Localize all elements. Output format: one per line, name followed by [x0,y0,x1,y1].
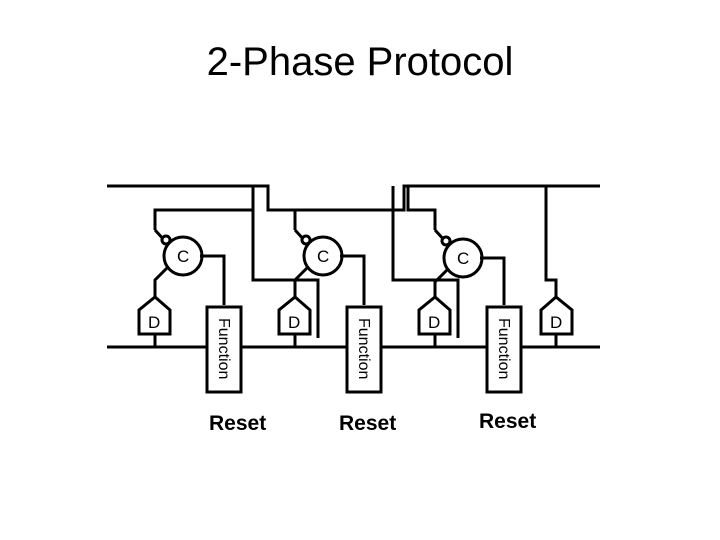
stage-1: C D Function Reset [137,186,320,435]
d-latch-2-label: D [288,313,300,332]
d-latch-4-label: D [550,313,562,332]
function-block-1 [205,305,243,394]
function-block-1-label: Function [215,318,232,379]
stage-2: C D Function Reset [266,186,460,435]
function-block-2 [345,305,383,394]
d-latch-4 [539,295,574,336]
d-latch-3-label: D [428,313,440,332]
function-block-3-label: Function [495,318,512,379]
c-element-3-bubble [440,235,452,247]
reset-label-2: Reset [339,412,396,435]
c-element-2-label: C [317,247,329,266]
d-latch-1 [137,295,172,336]
reset-label-1: Reset [209,412,266,435]
function-block-2-label: Function [355,318,372,379]
function-block-3 [485,305,523,394]
stage-3: C D Function Reset [406,186,558,433]
d-latch-3 [417,295,452,336]
slide-title: 2-Phase Protocol [206,40,514,84]
stage-4: D [539,295,574,347]
d-latch-2 [277,295,312,336]
c-element-1-bubble [160,234,172,246]
c-element-1-label: C [177,247,189,266]
c-element-2-bubble [300,234,312,246]
d-latch-1-label: D [148,313,160,332]
reset-label-3: Reset [479,410,536,433]
c-element-3-label: C [457,249,469,268]
top-wire-drops [266,186,406,212]
top-wire [107,184,600,212]
